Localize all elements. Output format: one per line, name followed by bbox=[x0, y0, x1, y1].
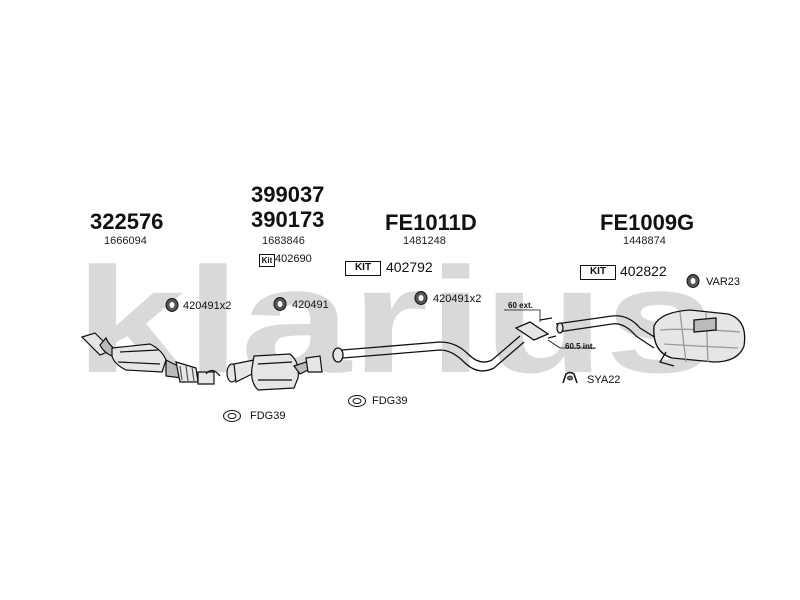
bracket-label: SYA22 bbox=[587, 374, 621, 386]
part-number-center-pipe: FE1011D bbox=[385, 210, 477, 235]
reference-front-pipe: 1666094 bbox=[104, 235, 147, 247]
part-number-catalyst-2: 390173 bbox=[251, 207, 325, 232]
gasket-ring-icon bbox=[348, 395, 366, 407]
kit-badge: KIT bbox=[345, 261, 381, 276]
rubber-hanger-icon bbox=[414, 291, 428, 305]
mount-label: 420491x2 bbox=[433, 293, 482, 305]
gasket-ring-icon bbox=[223, 410, 241, 422]
part-number-catalyst-1: 399037 bbox=[251, 182, 325, 207]
kit-number: 402792 bbox=[386, 259, 433, 275]
mount-label: 420491 bbox=[292, 299, 329, 311]
rubber-hanger-icon bbox=[686, 274, 700, 288]
kit-number: 402822 bbox=[620, 263, 667, 279]
rubber-hanger-icon bbox=[273, 297, 287, 311]
front-catalytic-converter bbox=[80, 332, 221, 385]
kit-badge: Kit bbox=[259, 254, 275, 267]
rubber-hanger-icon bbox=[165, 298, 179, 312]
reference-catalyst: 1683846 bbox=[262, 235, 305, 247]
kit-badge: KIT bbox=[580, 265, 616, 280]
gasket-label: FDG39 bbox=[372, 395, 408, 407]
rear-catalytic-converter bbox=[226, 353, 323, 391]
mount-label: 420491x2 bbox=[183, 300, 232, 312]
reference-rear-silencer: 1448874 bbox=[623, 235, 666, 247]
kit-number: 402690 bbox=[275, 253, 312, 265]
mounting-bracket-icon bbox=[562, 371, 578, 384]
mount-label: VAR23 bbox=[706, 276, 741, 288]
reference-center-pipe: 1481248 bbox=[403, 235, 446, 247]
rear-silencer-assembly bbox=[555, 309, 746, 367]
dimension-leaders bbox=[504, 309, 596, 349]
part-number-rear-silencer: FE1009G bbox=[600, 210, 695, 235]
gasket-label: FDG39 bbox=[250, 410, 286, 422]
intermediate-pipe bbox=[332, 317, 557, 372]
dimension-internal: 60.5 int. bbox=[565, 342, 595, 351]
dimension-external: 60 ext. bbox=[508, 301, 533, 310]
part-number-front-pipe: 322576 bbox=[90, 209, 164, 234]
